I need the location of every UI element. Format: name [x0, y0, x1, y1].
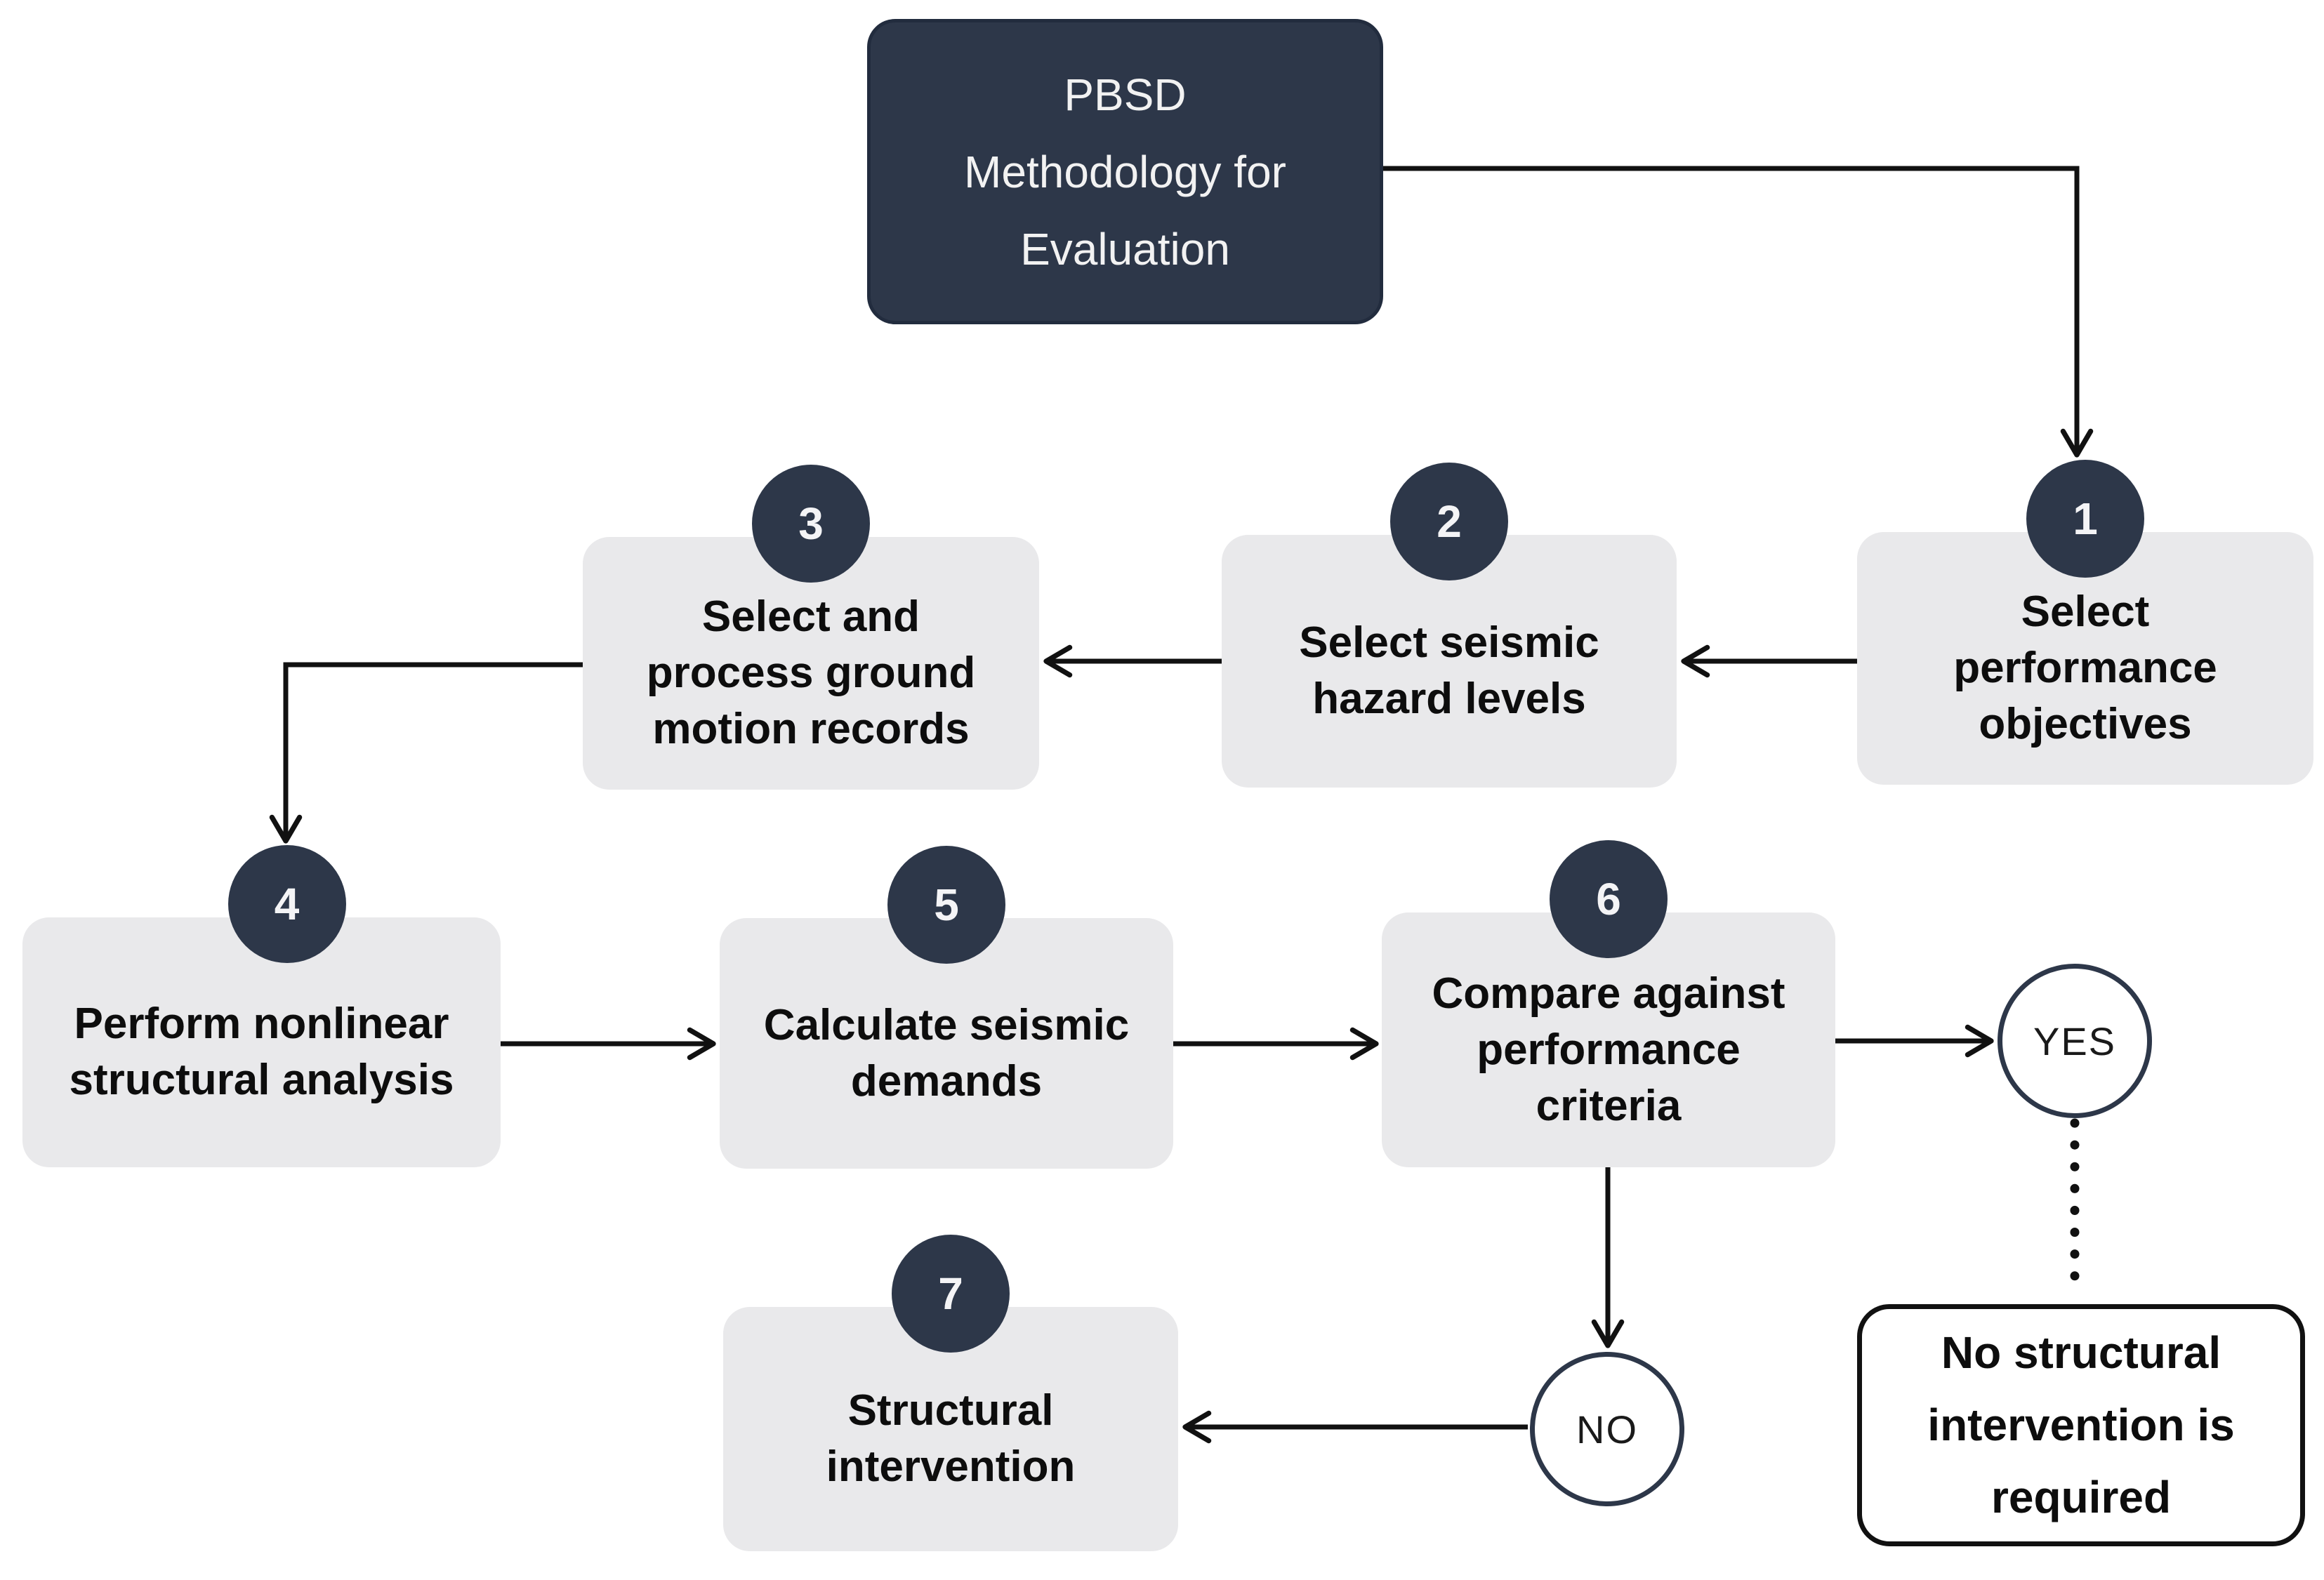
step-number-badge: 2 [1390, 463, 1508, 580]
connector-step3-to-step4 [269, 662, 583, 844]
step-box-perform-nonlinear-structural-analysis: 4 Perform nonlinear structural analysis [22, 845, 501, 1167]
step-box-compare-against-performance-criteria: 6 Compare against performance criteria [1382, 840, 1835, 1167]
step-label: Select seismic hazard levels [1299, 618, 1599, 723]
connector-title-to-step1 [1383, 166, 2094, 458]
outcome-label: No structural intervention is required [1927, 1327, 2235, 1522]
outcome-box-no-intervention-required: No structural intervention is required [1857, 1304, 2305, 1546]
step-box-select-seismic-hazard-levels: 2 Select seismic hazard levels [1222, 463, 1677, 788]
step-number-badge: 6 [1550, 840, 1668, 958]
step-number-badge: 7 [892, 1235, 1010, 1353]
step-box-select-process-ground-motion-records: 3 Select and process ground motion recor… [583, 465, 1039, 790]
yes-label: YES [2033, 1018, 2117, 1063]
step-label: Perform nonlinear structural analysis [69, 1000, 454, 1104]
step-label: Compare against performance criteria [1432, 969, 1785, 1130]
no-label: NO [1576, 1407, 1638, 1452]
step-box-select-performance-objectives: 1 Select performance objectives [1857, 460, 2313, 785]
step-number-badge: 5 [887, 846, 1005, 964]
step-box-structural-intervention: 7 Structural intervention [723, 1235, 1178, 1551]
decision-no-circle: NO [1530, 1352, 1684, 1506]
step-label: Select performance objectives [1953, 587, 2217, 748]
page-title: PBSD Methodology for Evaluation [964, 69, 1286, 274]
step-label: Select and process ground motion records [646, 592, 976, 753]
step-number-badge: 4 [227, 845, 346, 963]
step-label: Structural intervention [826, 1386, 1076, 1491]
step-number-badge: 1 [2026, 460, 2144, 578]
step-box-calculate-seismic-demands: 5 Calculate seismic demands [720, 846, 1173, 1169]
title-box: PBSD Methodology for Evaluation [867, 19, 1383, 324]
step-number-badge: 3 [752, 465, 870, 583]
decision-yes-circle: YES [1998, 964, 2152, 1118]
step-label: Calculate seismic demands [763, 1000, 1130, 1106]
